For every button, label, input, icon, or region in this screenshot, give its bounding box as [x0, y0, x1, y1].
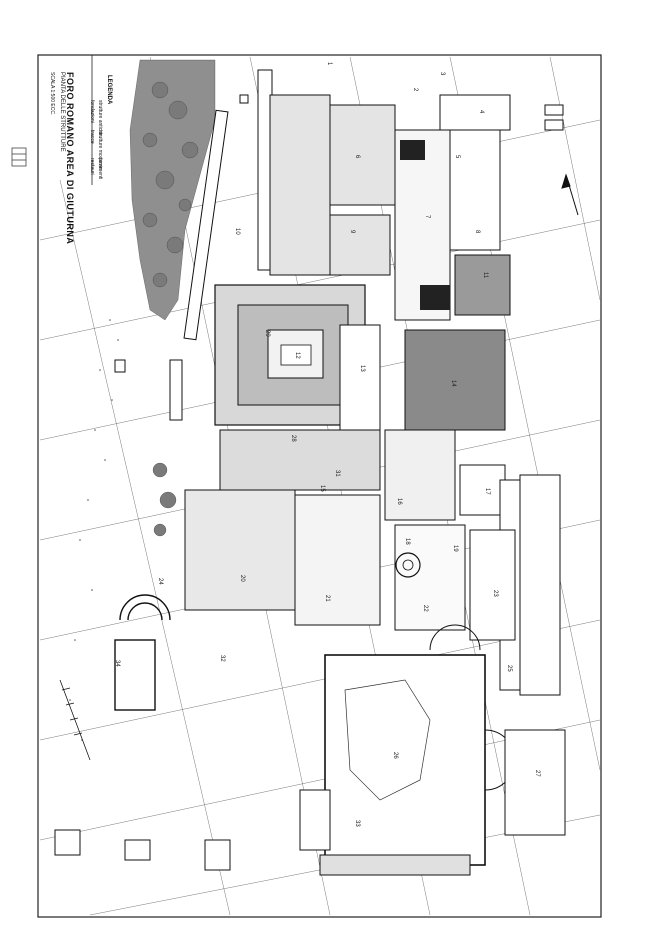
feature-number: 6	[354, 155, 360, 159]
feature-number: 27	[534, 770, 540, 777]
feature-number: 24	[157, 578, 163, 585]
north-arrow-icon	[561, 173, 579, 216]
feature-number: 32	[219, 655, 225, 662]
legend-heading: LEGENDA	[106, 75, 112, 105]
feature-number: 14	[450, 380, 456, 387]
map-frame	[37, 54, 602, 918]
feature-number: 28	[290, 435, 296, 442]
legend-item: restauri	[89, 158, 95, 175]
feature-number: 4	[478, 110, 484, 114]
feature-number: 33	[354, 820, 360, 827]
feature-number: 8	[474, 230, 480, 234]
sheet-stamp	[11, 147, 27, 167]
feature-number: 29	[264, 330, 270, 337]
legend-item: tracce	[89, 130, 95, 144]
feature-number: 22	[422, 605, 428, 612]
feature-number: 2	[412, 88, 418, 92]
fountain-basin	[395, 552, 421, 578]
tree-canopy	[129, 59, 216, 537]
feature-number: 19	[452, 545, 458, 552]
right-annex	[504, 474, 566, 836]
feature-number: 30	[444, 300, 450, 307]
feature-number: 20	[239, 575, 245, 582]
plan-subtitle: PIANTA DELLE STRUTTURE	[59, 72, 65, 152]
feature-number: 34	[114, 660, 120, 667]
pavement-dots	[69, 319, 119, 741]
scale-bar	[59, 679, 91, 761]
feature-number: 1	[326, 62, 332, 66]
isolated-piers	[54, 94, 564, 871]
feature-number: 25	[506, 665, 512, 672]
feature-number: 17	[484, 488, 490, 495]
feature-number: 12	[294, 352, 300, 359]
feature-number: 21	[324, 595, 330, 602]
feature-number: 31	[334, 470, 340, 477]
feature-number: 13	[359, 365, 365, 372]
great-hall	[299, 624, 516, 876]
feature-number: 16	[396, 498, 402, 505]
plan-title: FORO ROMANO AREA DI GIUTURNA	[65, 72, 75, 245]
apse-structure	[114, 594, 171, 711]
feature-number: 18	[404, 538, 410, 545]
feature-number: 23	[492, 590, 498, 597]
feature-number: 10	[234, 228, 240, 235]
dark-fill-areas	[400, 140, 450, 310]
feature-number: 26	[392, 752, 398, 759]
feature-number: 9	[349, 230, 355, 234]
feature-number: 3	[439, 72, 445, 76]
feature-number: 11	[482, 272, 488, 279]
feature-number: 5	[454, 155, 460, 159]
legend-item: pavimenti	[97, 158, 103, 180]
plan-scale: SCALA 1:500 ECC.	[49, 72, 55, 116]
boundary-walls	[169, 69, 273, 421]
legend-item: fondazioni	[89, 100, 95, 123]
feature-number: 7	[424, 215, 430, 219]
feature-number: 15	[319, 485, 325, 492]
